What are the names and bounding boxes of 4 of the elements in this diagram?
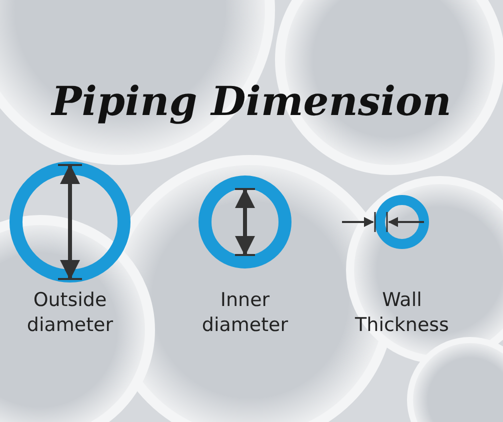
- dimension-label: Inner diameter: [200, 288, 290, 338]
- dimension-label: Outside diameter: [26, 288, 114, 338]
- title: Piping Dimension: [50, 78, 452, 125]
- dimension-label: Wall Thickness: [354, 288, 450, 338]
